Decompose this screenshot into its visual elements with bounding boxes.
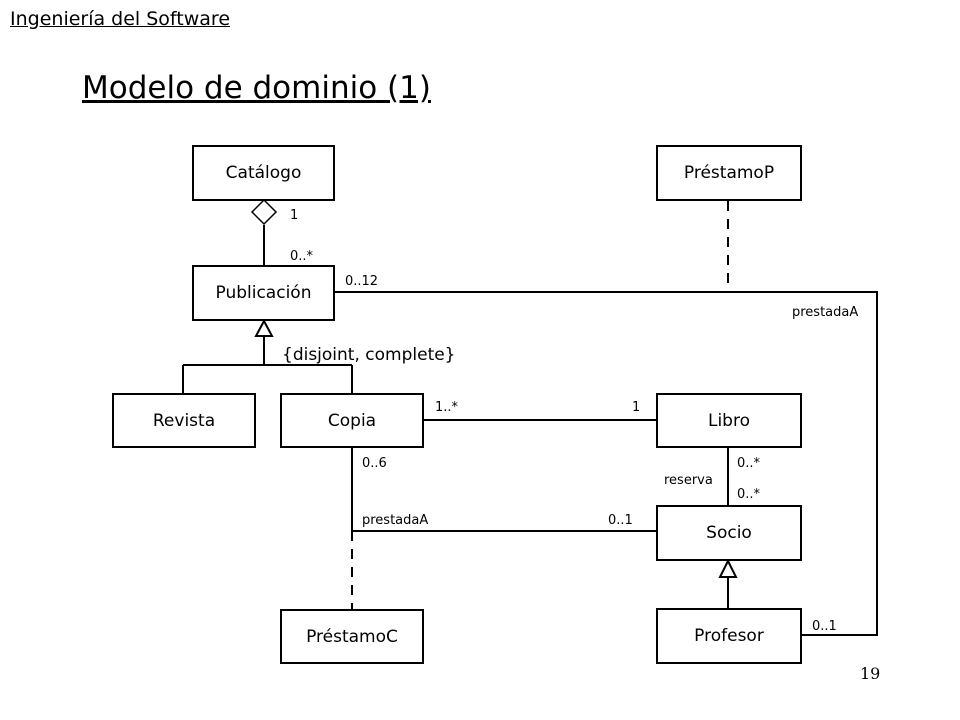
mult-copia-libro-left: 1..* bbox=[435, 400, 459, 415]
mult-copia-socio: 0..6 bbox=[362, 456, 387, 471]
publicacion-profesor-line bbox=[335, 291, 878, 636]
mult-cat-many: 0..* bbox=[290, 249, 314, 264]
class-catalogo: Catálogo bbox=[192, 145, 335, 201]
class-prestamoc: PréstamoC bbox=[280, 609, 424, 664]
mult-copia-libro-right: 1 bbox=[632, 400, 640, 415]
mult-cat-one: 1 bbox=[290, 208, 298, 223]
generalization-triangle-pub bbox=[254, 318, 274, 337]
class-socio: Socio bbox=[656, 505, 802, 561]
generalization-triangle-socio bbox=[718, 558, 738, 578]
class-prestamop: PréstamoP bbox=[656, 145, 802, 201]
mult-libro-socio-bottom: 0..* bbox=[737, 487, 761, 502]
class-libro: Libro bbox=[656, 393, 802, 448]
slide-title: Modelo de dominio (1) bbox=[82, 70, 431, 106]
mult-pub-prest: 0..12 bbox=[345, 274, 378, 289]
page-number: 19 bbox=[860, 664, 881, 683]
mult-profesor: 0..1 bbox=[812, 619, 837, 634]
class-profesor: Profesor bbox=[656, 608, 802, 664]
course-header: Ingeniería del Software bbox=[10, 8, 231, 30]
role-prestadaA-copia: prestadaA bbox=[362, 513, 428, 528]
gen-constraint: {disjoint, complete} bbox=[282, 345, 456, 365]
class-copia: Copia bbox=[280, 393, 424, 448]
role-reserva: reserva bbox=[664, 473, 713, 488]
mult-libro-socio-top: 0..* bbox=[737, 456, 761, 471]
class-revista: Revista bbox=[112, 393, 256, 448]
mult-socio: 0..1 bbox=[608, 513, 633, 528]
class-publicacion: Publicación bbox=[192, 265, 335, 321]
aggregation-diamond bbox=[250, 198, 278, 226]
role-prestadaA-pub: prestadaA bbox=[792, 305, 858, 320]
